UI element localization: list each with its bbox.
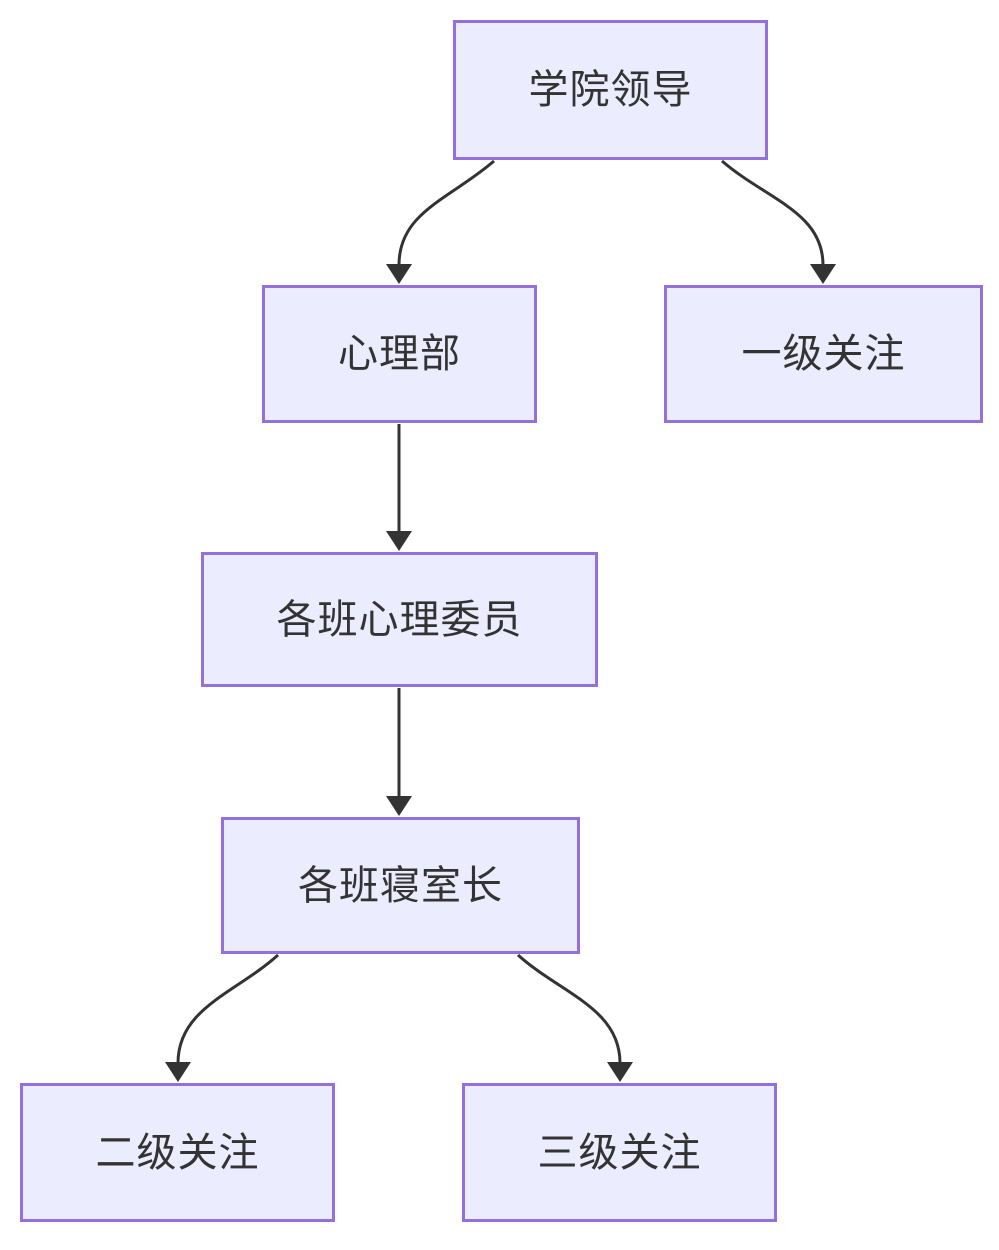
node-college-leadership-label: 学院领导 — [528, 68, 693, 112]
edge-leadership-to-level1 — [721, 159, 825, 266]
node-psychology-department-label: 心理部 — [338, 332, 461, 376]
node-level-1-attention: 一级关注 — [664, 285, 983, 423]
edge-leadership-to-psych-dept — [397, 159, 495, 266]
arrowhead-level3 — [607, 1062, 633, 1082]
arrowhead-dorm-leaders — [386, 796, 412, 816]
node-class-psych-committee-members-label: 各班心理委员 — [276, 597, 523, 642]
node-class-dorm-leaders-label: 各班寝室长 — [298, 863, 503, 908]
arrowhead-psych-dept — [386, 264, 412, 284]
node-class-psych-committee-members: 各班心理委员 — [201, 552, 598, 687]
arrowhead-level1 — [810, 264, 836, 284]
node-psychology-department: 心理部 — [262, 285, 537, 423]
node-level-3-attention-label: 三级关注 — [537, 1130, 702, 1175]
arrowhead-committee — [386, 531, 412, 551]
node-level-2-attention: 二级关注 — [20, 1083, 335, 1222]
edge-dorm-leaders-to-level3 — [516, 953, 622, 1064]
node-level-1-attention-label: 一级关注 — [741, 332, 906, 376]
node-level-2-attention-label: 二级关注 — [95, 1130, 260, 1175]
edge-dorm-leaders-to-level2 — [176, 953, 280, 1064]
node-college-leadership: 学院领导 — [453, 20, 768, 160]
arrowhead-level2 — [165, 1062, 191, 1082]
node-class-dorm-leaders: 各班寝室长 — [221, 817, 580, 954]
node-level-3-attention: 三级关注 — [462, 1083, 777, 1222]
